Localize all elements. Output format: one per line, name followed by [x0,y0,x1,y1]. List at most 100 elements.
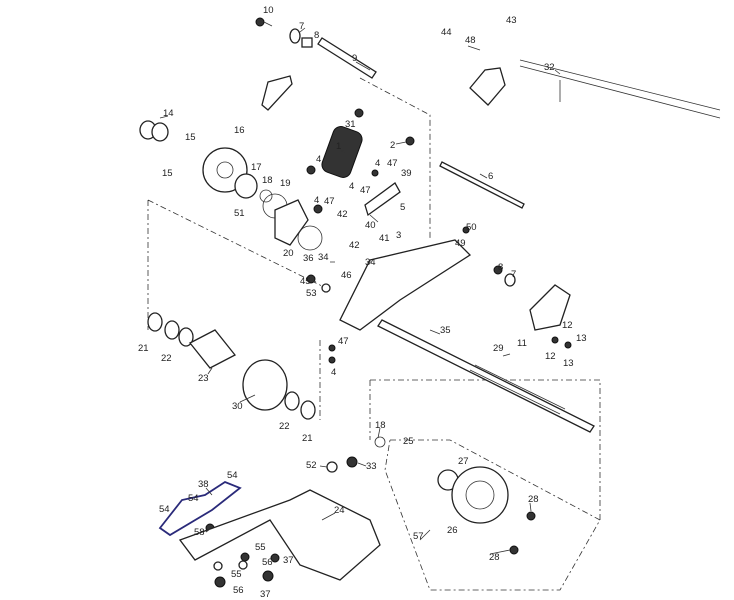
part-label: 46 [341,270,352,281]
link-40 [364,182,401,217]
part-label: 45 [300,276,311,287]
part-label: 50 [466,222,477,233]
sprocket-26 [451,466,509,524]
part-label: 54 [227,470,238,481]
part-label: 18 [375,420,386,431]
part-label: 20 [283,248,294,259]
part-label: 38 [198,479,209,490]
part-label: 4 [316,154,321,165]
shafts [317,37,595,433]
part-label: 3 [396,230,401,241]
part-label: 7 [511,269,516,280]
part-label: 10 [263,5,274,16]
part-label: 34 [365,257,376,268]
part-label: 12 [562,320,573,331]
part-label: 28 [489,552,500,563]
part-label: 15 [162,168,173,179]
part-label: 26 [447,525,458,536]
skid-plate-24 [178,489,381,581]
part-label: 47 [360,185,371,196]
swing-arm-49 [339,239,472,331]
part-label: 19 [280,178,291,189]
part-label: 34 [318,252,329,263]
part-label: 58 [194,527,205,538]
part-label: 5 [400,202,405,213]
part-label: 33 [366,461,377,472]
sleeve-23 [188,329,237,369]
part-label: 56 [233,585,244,596]
part-label: 4 [349,181,354,192]
part-label: 52 [306,460,317,471]
part-label: 44 [441,27,452,38]
part-label: 54 [159,504,170,515]
part-label: 16 [234,125,245,136]
part-label: 43 [506,15,517,26]
part-label: 54 [188,493,199,504]
part-label: 49 [455,238,466,249]
part-label: 9 [352,53,357,64]
part-label: 22 [161,353,172,364]
part-label: 40 [365,220,376,231]
part-label: 14 [163,108,174,119]
part-label: 42 [337,209,348,220]
part-label: 28 [528,494,539,505]
part-label: 32 [544,62,555,73]
part-label: 13 [576,333,587,344]
part-label: 7 [299,21,304,32]
part-label: 37 [283,555,294,566]
part-label: 31 [345,119,356,130]
part-label: 6 [488,171,493,182]
part-label: 48 [465,35,476,46]
part-label: 47 [387,158,398,169]
part-label: 11 [517,338,527,349]
part-label: 15 [185,132,196,143]
part-label: 47 [338,336,349,347]
part-label: 4 [375,158,380,169]
part-label: 35 [440,325,451,336]
fasteners [205,17,572,588]
part-label: 53 [306,288,317,299]
part-label: 39 [401,168,412,179]
part-label: 18 [262,175,273,186]
part-label: 42 [349,240,360,251]
flange-20 [274,199,309,246]
part-label: 37 [260,589,271,600]
part-label: 22 [279,421,290,432]
assembly-outlines [147,77,601,591]
part-label: 51 [234,208,245,219]
part-label: 27 [458,456,469,467]
leader-lines [159,21,561,555]
bearing-housing-30 [242,359,288,411]
part-label: 24 [334,505,345,516]
part-label: 56 [262,557,273,568]
part-label: 2 [390,140,395,151]
part-label: 47 [324,196,335,207]
part-label: 41 [379,233,390,244]
part-label: 13 [563,358,574,369]
part-label: 29 [493,343,504,354]
shock-absorber [321,126,363,178]
cover-43 [469,67,506,106]
part-label: 25 [403,436,414,447]
part-label: 57 [413,531,424,542]
part-label: 4 [314,195,319,206]
caliper-bracket [529,284,571,331]
components [139,59,721,581]
pivot-shaft [317,37,377,79]
part-label: 23 [198,373,209,384]
part-label: 55 [255,542,266,553]
part-label: 17 [251,162,262,173]
part-label: 21 [138,343,149,354]
part-label: 8 [498,262,503,273]
part-labels: 10 7 8 9 44 43 48 32 14 15 16 15 31 1 2 … [138,5,587,600]
part-label: 55 [231,569,242,580]
axle-35 [377,319,595,433]
link-rod [261,75,293,111]
part-label: 12 [545,351,556,362]
part-label: 4 [331,367,336,378]
part-label: 21 [302,433,313,444]
rear-shaft-6 [439,161,525,209]
part-label: 30 [232,401,243,412]
part-label: 1 [336,141,341,152]
